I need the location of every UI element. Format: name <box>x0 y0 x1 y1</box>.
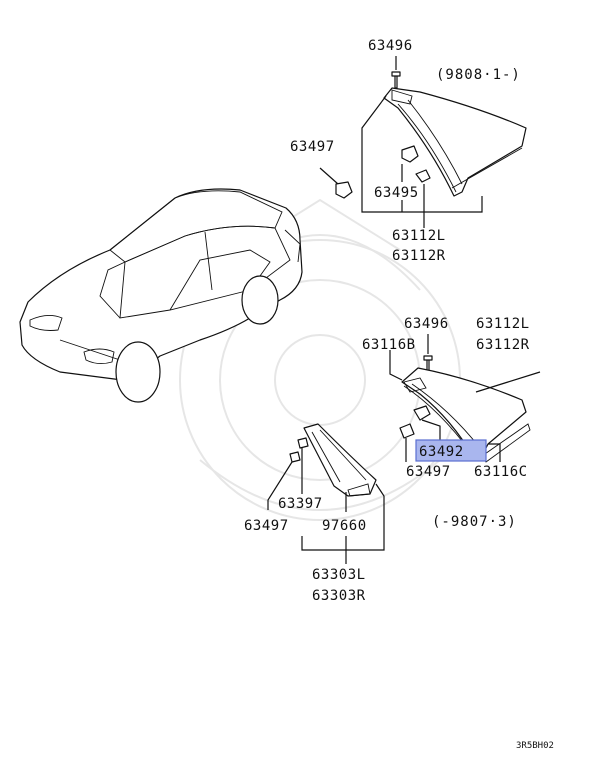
pillar-trim-panel <box>383 87 527 197</box>
clip-icon <box>335 181 353 199</box>
top-screw-label: 63496 <box>368 38 413 54</box>
top-grommet-label: 63495 <box>374 185 419 201</box>
top-clip-label: 63497 <box>290 139 335 155</box>
tri-seal-label: 97660 <box>322 518 367 534</box>
bottom-revision-note: (-9807·3) <box>432 514 517 530</box>
top-revision-note: (9808·1-) <box>436 67 521 83</box>
mid-panel-group: 63496 63112L 63112R 63116B 63492 63497 6… <box>362 316 541 530</box>
mid-panel-l-label: 63112L <box>476 316 530 332</box>
top-panel-r-label: 63112R <box>392 248 446 264</box>
highlight-box <box>415 439 487 462</box>
grommet-icon <box>413 405 431 421</box>
clip-icon <box>297 437 309 449</box>
top-panel-l-label: 63112L <box>392 228 446 244</box>
mid-cover-c-label: 63116C <box>474 464 528 480</box>
grommet-icon <box>289 451 301 463</box>
mid-panel-r-label: 63112R <box>476 337 530 353</box>
quarter-trim-group: 63397 63497 97660 63303L 63303R <box>244 423 385 604</box>
clip-icon <box>399 423 415 439</box>
screw-icon <box>391 71 401 89</box>
diagram-code: 3R5BH02 <box>516 741 554 751</box>
tri-clip-label: 63397 <box>278 496 323 512</box>
tri-clip2-label: 63497 <box>244 518 289 534</box>
grommet-icon <box>401 145 419 163</box>
car-illustration <box>19 188 303 403</box>
tri-panel-r-label: 63303R <box>312 588 366 604</box>
pillar-cover-panel <box>401 367 527 459</box>
mid-clip-label: 63497 <box>406 464 451 480</box>
top-panel-group: 63496 (9808·1-) 63497 63495 63112L 63112… <box>290 38 527 264</box>
highlighted-part-label[interactable]: 63492 <box>419 444 464 460</box>
mid-cover-label: 63116B <box>362 337 416 353</box>
mid-screw-label: 63496 <box>404 316 449 332</box>
tri-panel-l-label: 63303L <box>312 567 366 583</box>
